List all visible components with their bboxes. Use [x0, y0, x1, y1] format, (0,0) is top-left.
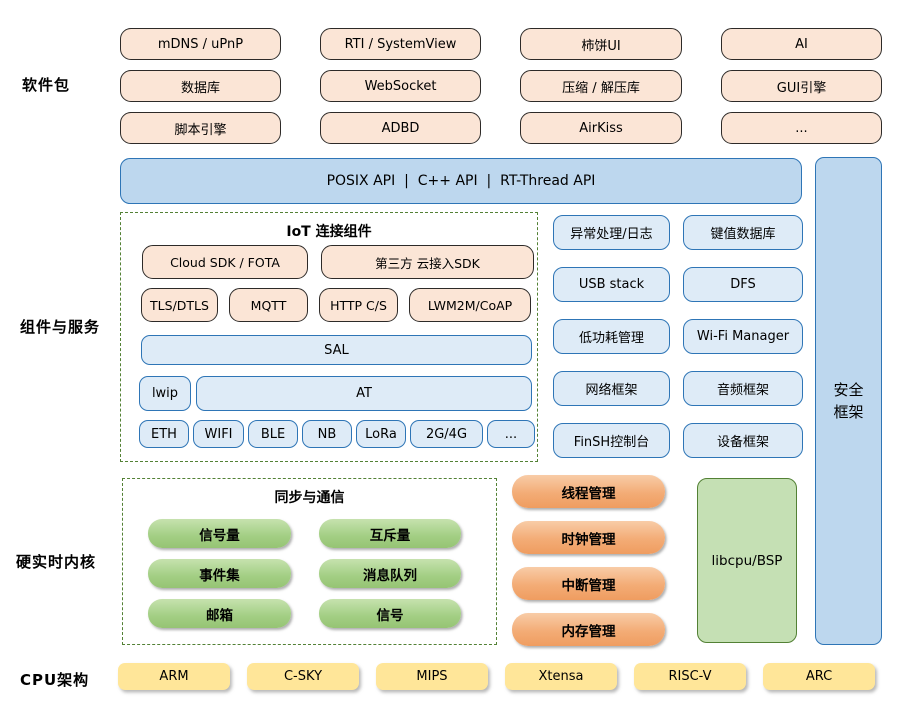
sync-mailbox: 邮箱	[148, 599, 291, 628]
sync-semaphore: 信号量	[148, 519, 291, 548]
iot-at: AT	[196, 376, 532, 411]
svc-network-framework: 网络框架	[553, 371, 670, 406]
pkg-compression: 压缩 / 解压库	[520, 70, 682, 102]
iot-sal: SAL	[141, 335, 532, 365]
pkg-adbd: ADBD	[320, 112, 481, 144]
section-label-components: 组件与服务	[20, 318, 101, 336]
cpu-arm: ARM	[118, 663, 230, 690]
kernel-interrupt-mgmt: 中断管理	[512, 567, 665, 600]
iot-components-title: IoT 连接组件	[286, 224, 372, 240]
kernel-clock-mgmt: 时钟管理	[512, 521, 665, 554]
iot-2g-4g: 2G/4G	[410, 420, 483, 448]
pkg-airkiss: AirKiss	[520, 112, 682, 144]
cpu-arch-row: ARM C-SKY MIPS Xtensa RISC-V ARC	[118, 663, 875, 690]
kernel-memory-mgmt: 内存管理	[512, 613, 665, 646]
security-framework-line2: 框架	[833, 403, 864, 421]
iot-thirdparty-cloud-sdk: 第三方 云接入SDK	[321, 245, 534, 279]
sync-grid: 信号量 互斥量 事件集 消息队列 邮箱 信号	[148, 519, 461, 628]
svc-kv-database: 键值数据库	[683, 215, 803, 250]
cpu-mips: MIPS	[376, 663, 488, 690]
kernel-thread-mgmt: 线程管理	[512, 475, 665, 508]
pkg-ai: AI	[721, 28, 882, 60]
cpu-c-sky: C-SKY	[247, 663, 359, 690]
sync-message-queue: 消息队列	[319, 559, 461, 588]
iot-eth: ETH	[139, 420, 189, 448]
iot-more: ...	[487, 420, 535, 448]
iot-sdk-row: Cloud SDK / FOTA 第三方 云接入SDK	[142, 245, 534, 279]
svc-wifi-manager: Wi-Fi Manager	[683, 319, 803, 354]
pkg-more: ...	[721, 112, 882, 144]
section-label-cpu: CPU架构	[20, 671, 90, 689]
cpu-arc: ARC	[763, 663, 875, 690]
svc-exception-log: 异常处理/日志	[553, 215, 670, 250]
packages-grid: mDNS / uPnP RTI / SystemView 柿饼UI AI 数据库…	[120, 28, 884, 144]
api-banner: POSIX API | C++ API | RT-Thread API	[120, 158, 802, 204]
iot-protocol-row: TLS/DTLS MQTT HTTP C/S LWM2M/CoAP	[141, 288, 531, 322]
iot-components-box: IoT 连接组件 Cloud SDK / FOTA 第三方 云接入SDK TLS…	[120, 212, 538, 462]
pkg-websocket: WebSocket	[320, 70, 481, 102]
iot-wifi: WIFI	[193, 420, 244, 448]
pkg-gui-engine: GUI引擎	[721, 70, 882, 102]
iot-cloud-sdk-fota: Cloud SDK / FOTA	[142, 245, 308, 279]
iot-stack-row: lwip AT	[139, 376, 532, 411]
iot-tls-dtls: TLS/DTLS	[141, 288, 218, 322]
sync-communication-title: 同步与通信	[274, 490, 345, 506]
sync-signal: 信号	[319, 599, 461, 628]
svc-finsh-console: FinSH控制台	[553, 423, 670, 458]
pkg-persimmon-ui: 柿饼UI	[520, 28, 682, 60]
section-label-kernel: 硬实时内核	[16, 553, 97, 571]
cpu-xtensa: Xtensa	[505, 663, 617, 690]
services-grid: 异常处理/日志 键值数据库 USB stack DFS 低功耗管理 Wi-Fi …	[553, 215, 803, 458]
svc-dfs: DFS	[683, 267, 803, 302]
svc-low-power-mgmt: 低功耗管理	[553, 319, 670, 354]
pkg-script-engine: 脚本引擎	[120, 112, 281, 144]
cpu-risc-v: RISC-V	[634, 663, 746, 690]
security-framework-bar: 安全 框架	[815, 157, 882, 645]
section-label-packages: 软件包	[22, 76, 71, 94]
iot-mqtt: MQTT	[229, 288, 308, 322]
sync-communication-box: 同步与通信 信号量 互斥量 事件集 消息队列 邮箱 信号	[122, 478, 497, 645]
iot-nb: NB	[302, 420, 352, 448]
iot-ble: BLE	[248, 420, 298, 448]
sync-mutex: 互斥量	[319, 519, 461, 548]
pkg-mdns-upnp: mDNS / uPnP	[120, 28, 281, 60]
iot-link-row: ETH WIFI BLE NB LoRa 2G/4G ...	[139, 420, 535, 448]
pkg-rti-systemview: RTI / SystemView	[320, 28, 481, 60]
iot-http-cs: HTTP C/S	[319, 288, 398, 322]
pkg-database: 数据库	[120, 70, 281, 102]
iot-lora: LoRa	[356, 420, 406, 448]
kernel-management-column: 线程管理 时钟管理 中断管理 内存管理	[512, 475, 665, 646]
svc-device-framework: 设备框架	[683, 423, 803, 458]
iot-lwip: lwip	[139, 376, 191, 411]
libcpu-bsp-box: libcpu/BSP	[697, 478, 797, 643]
sync-event-set: 事件集	[148, 559, 291, 588]
security-framework-line1: 安全	[833, 381, 864, 399]
svc-usb-stack: USB stack	[553, 267, 670, 302]
iot-lwm2m-coap: LWM2M/CoAP	[409, 288, 531, 322]
svc-audio-framework: 音频框架	[683, 371, 803, 406]
